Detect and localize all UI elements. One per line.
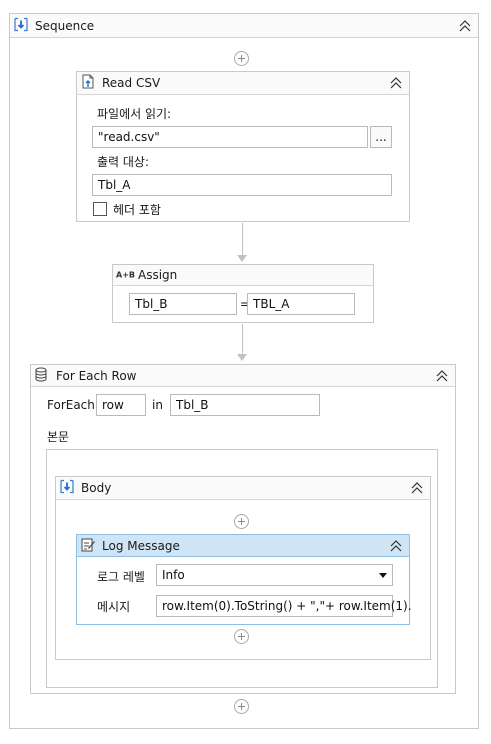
read-csv-title: Read CSV xyxy=(102,76,161,90)
connector-arrow xyxy=(237,255,247,262)
sequence-icon xyxy=(14,17,28,34)
output-label: 출력 대상: xyxy=(97,155,150,169)
connector-line xyxy=(242,223,243,255)
sequence-header[interactable]: Sequence xyxy=(10,14,478,38)
assign-value-input[interactable]: TBL_A xyxy=(247,293,355,315)
sequence-title: Sequence xyxy=(35,18,95,33)
log-level-select[interactable]: Info xyxy=(156,564,393,586)
message-input[interactable]: row.Item(0).ToString() + ","+ row.Item(1… xyxy=(156,595,412,617)
foreach-collection-input[interactable]: Tbl_B xyxy=(170,394,320,416)
file-path-label: 파일에서 읽기: xyxy=(97,107,172,121)
assign-icon: A+B xyxy=(116,270,135,280)
output-input[interactable]: Tbl_A xyxy=(92,174,392,196)
log-message-header[interactable]: Log Message xyxy=(77,535,409,557)
file-path-input[interactable]: "read.csv" xyxy=(92,126,368,148)
assign-equals-label: = xyxy=(240,297,251,311)
for-each-row-title: For Each Row xyxy=(56,368,137,383)
foreach-label: ForEach xyxy=(47,398,95,412)
log-message-icon xyxy=(81,537,96,555)
include-headers-checkbox[interactable] xyxy=(93,202,107,216)
connector-arrow xyxy=(237,354,247,361)
add-activity-top-button[interactable] xyxy=(234,51,249,66)
assign-title: Assign xyxy=(138,268,178,282)
include-headers-label: 헤더 포함 xyxy=(113,203,161,217)
sequence-collapse-icon[interactable] xyxy=(458,19,472,33)
log-message-collapse-icon[interactable] xyxy=(389,539,403,553)
chevron-down-icon xyxy=(379,573,387,578)
for-each-row-collapse-icon[interactable] xyxy=(435,369,449,383)
read-csv-header[interactable]: Read CSV xyxy=(77,72,409,95)
read-csv-collapse-icon[interactable] xyxy=(389,76,403,90)
assign-to-input[interactable]: Tbl_B xyxy=(129,293,237,315)
in-label: in xyxy=(152,398,163,412)
body-section-label: 본문 xyxy=(47,430,70,444)
message-label: 메시지 xyxy=(97,600,131,614)
read-csv-icon xyxy=(81,74,95,92)
foreach-item-input[interactable]: row xyxy=(96,394,146,416)
database-icon xyxy=(34,367,48,385)
body-collapse-icon[interactable] xyxy=(410,481,424,495)
add-activity-bottom-button[interactable] xyxy=(234,699,249,714)
log-level-label: 로그 레벨 xyxy=(97,570,145,584)
browse-file-button[interactable]: ... xyxy=(370,126,392,148)
body-title: Body xyxy=(81,481,112,495)
assign-header[interactable]: A+B Assign xyxy=(113,265,373,286)
for-each-row-header[interactable]: For Each Row xyxy=(31,365,455,387)
body-sequence-icon xyxy=(60,479,74,497)
add-activity-body-bottom-button[interactable] xyxy=(234,629,249,644)
add-activity-body-top-button[interactable] xyxy=(234,514,249,529)
connector-line xyxy=(242,324,243,354)
log-level-value: Info xyxy=(162,568,185,582)
body-header[interactable]: Body xyxy=(56,477,430,500)
log-message-title: Log Message xyxy=(102,538,180,553)
